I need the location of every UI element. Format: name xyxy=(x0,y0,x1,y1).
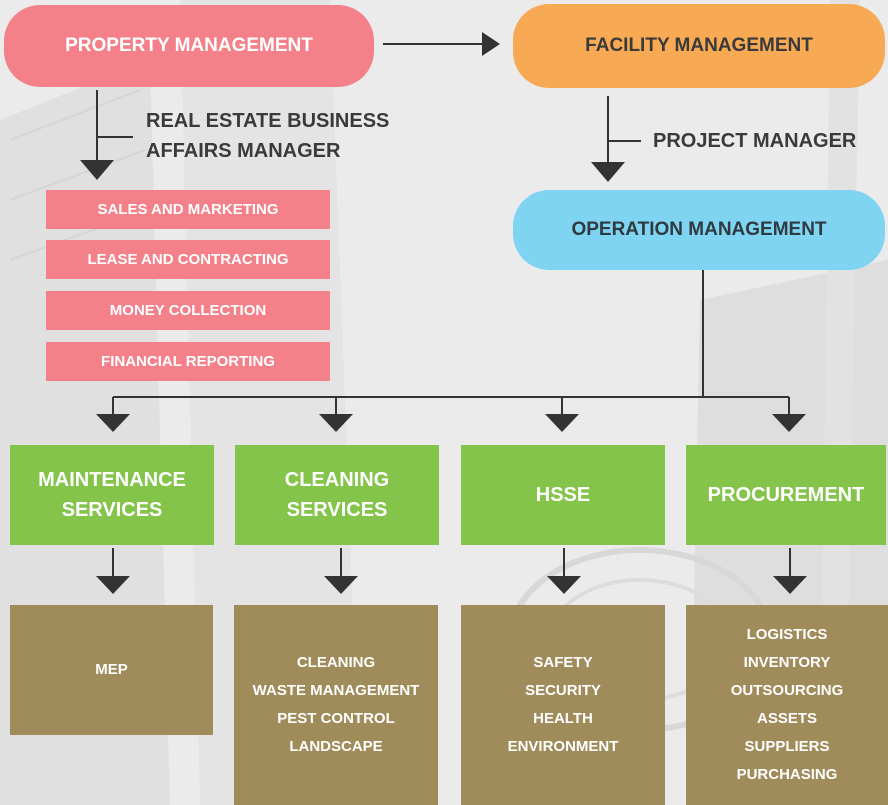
money-collection-box: MONEY COLLECTION xyxy=(46,291,330,330)
detail-item: SECURITY xyxy=(525,682,601,699)
detail-item: SUPPLIERS xyxy=(744,738,830,755)
maintenance-services-line1: MAINTENANCE xyxy=(38,469,186,491)
detail-item: WASTE MANAGEMENT xyxy=(252,682,420,699)
lease-and-contracting-box: LEASE AND CONTRACTING xyxy=(46,240,330,279)
property-management-label: PROPERTY MANAGEMENT xyxy=(65,35,313,56)
lease-and-contracting-label: LEASE AND CONTRACTING xyxy=(87,251,289,268)
property-management-node: PROPERTY MANAGEMENT xyxy=(4,5,374,87)
sales-and-marketing-box: SALES AND MARKETING xyxy=(46,190,330,229)
detail-item: MEP xyxy=(95,661,128,678)
detail-item: PURCHASING xyxy=(736,766,838,783)
detail-item: HEALTH xyxy=(533,710,593,727)
financial-reporting-box: FINANCIAL REPORTING xyxy=(46,342,330,381)
sales-and-marketing-label: SALES AND MARKETING xyxy=(97,201,279,218)
hsse-detail-box: SAFETY SECURITY HEALTH ENVIRONMENT xyxy=(461,605,665,805)
financial-reporting-label: FINANCIAL REPORTING xyxy=(101,353,275,370)
real-estate-manager-line2: AFFAIRS MANAGER xyxy=(146,140,341,162)
maintenance-services-node: MAINTENANCE SERVICES xyxy=(10,445,214,545)
detail-item: ASSETS xyxy=(756,710,817,727)
cleaning-detail-box: CLEANING WASTE MANAGEMENT PEST CONTROL L… xyxy=(234,605,438,805)
cleaning-services-line1: CLEANING xyxy=(284,469,390,491)
hsse-node: HSSE xyxy=(461,445,665,545)
maintenance-detail-box: MEP xyxy=(10,605,213,735)
procurement-detail-box: LOGISTICS INVENTORY OUTSOURCING ASSETS S… xyxy=(686,605,888,805)
detail-item: LANDSCAPE xyxy=(289,738,383,755)
detail-item: OUTSOURCING xyxy=(730,682,844,699)
cleaning-services-line2: SERVICES xyxy=(286,499,388,521)
detail-item: SAFETY xyxy=(533,654,593,671)
detail-item: INVENTORY xyxy=(743,654,831,671)
detail-item: LOGISTICS xyxy=(746,626,828,643)
maintenance-services-line2: SERVICES xyxy=(61,499,163,521)
real-estate-manager-line1: REAL ESTATE BUSINESS xyxy=(146,110,390,132)
detail-item: CLEANING xyxy=(296,654,376,671)
operation-management-node: OPERATION MANAGEMENT xyxy=(513,190,885,270)
operation-management-label: OPERATION MANAGEMENT xyxy=(571,219,827,240)
money-collection-label: MONEY COLLECTION xyxy=(109,302,267,319)
facility-management-label: FACILITY MANAGEMENT xyxy=(585,35,813,56)
cleaning-services-node: CLEANING SERVICES xyxy=(235,445,439,545)
detail-item: ENVIRONMENT xyxy=(507,738,619,755)
procurement-label: PROCUREMENT xyxy=(707,484,865,506)
real-estate-manager-label: REAL ESTATE BUSINESS AFFAIRS MANAGER xyxy=(146,106,389,166)
facility-management-node: FACILITY MANAGEMENT xyxy=(513,4,885,88)
detail-item: PEST CONTROL xyxy=(277,710,395,727)
procurement-node: PROCUREMENT xyxy=(686,445,886,545)
hsse-label: HSSE xyxy=(535,484,591,506)
project-manager-label: PROJECT MANAGER xyxy=(653,130,857,152)
